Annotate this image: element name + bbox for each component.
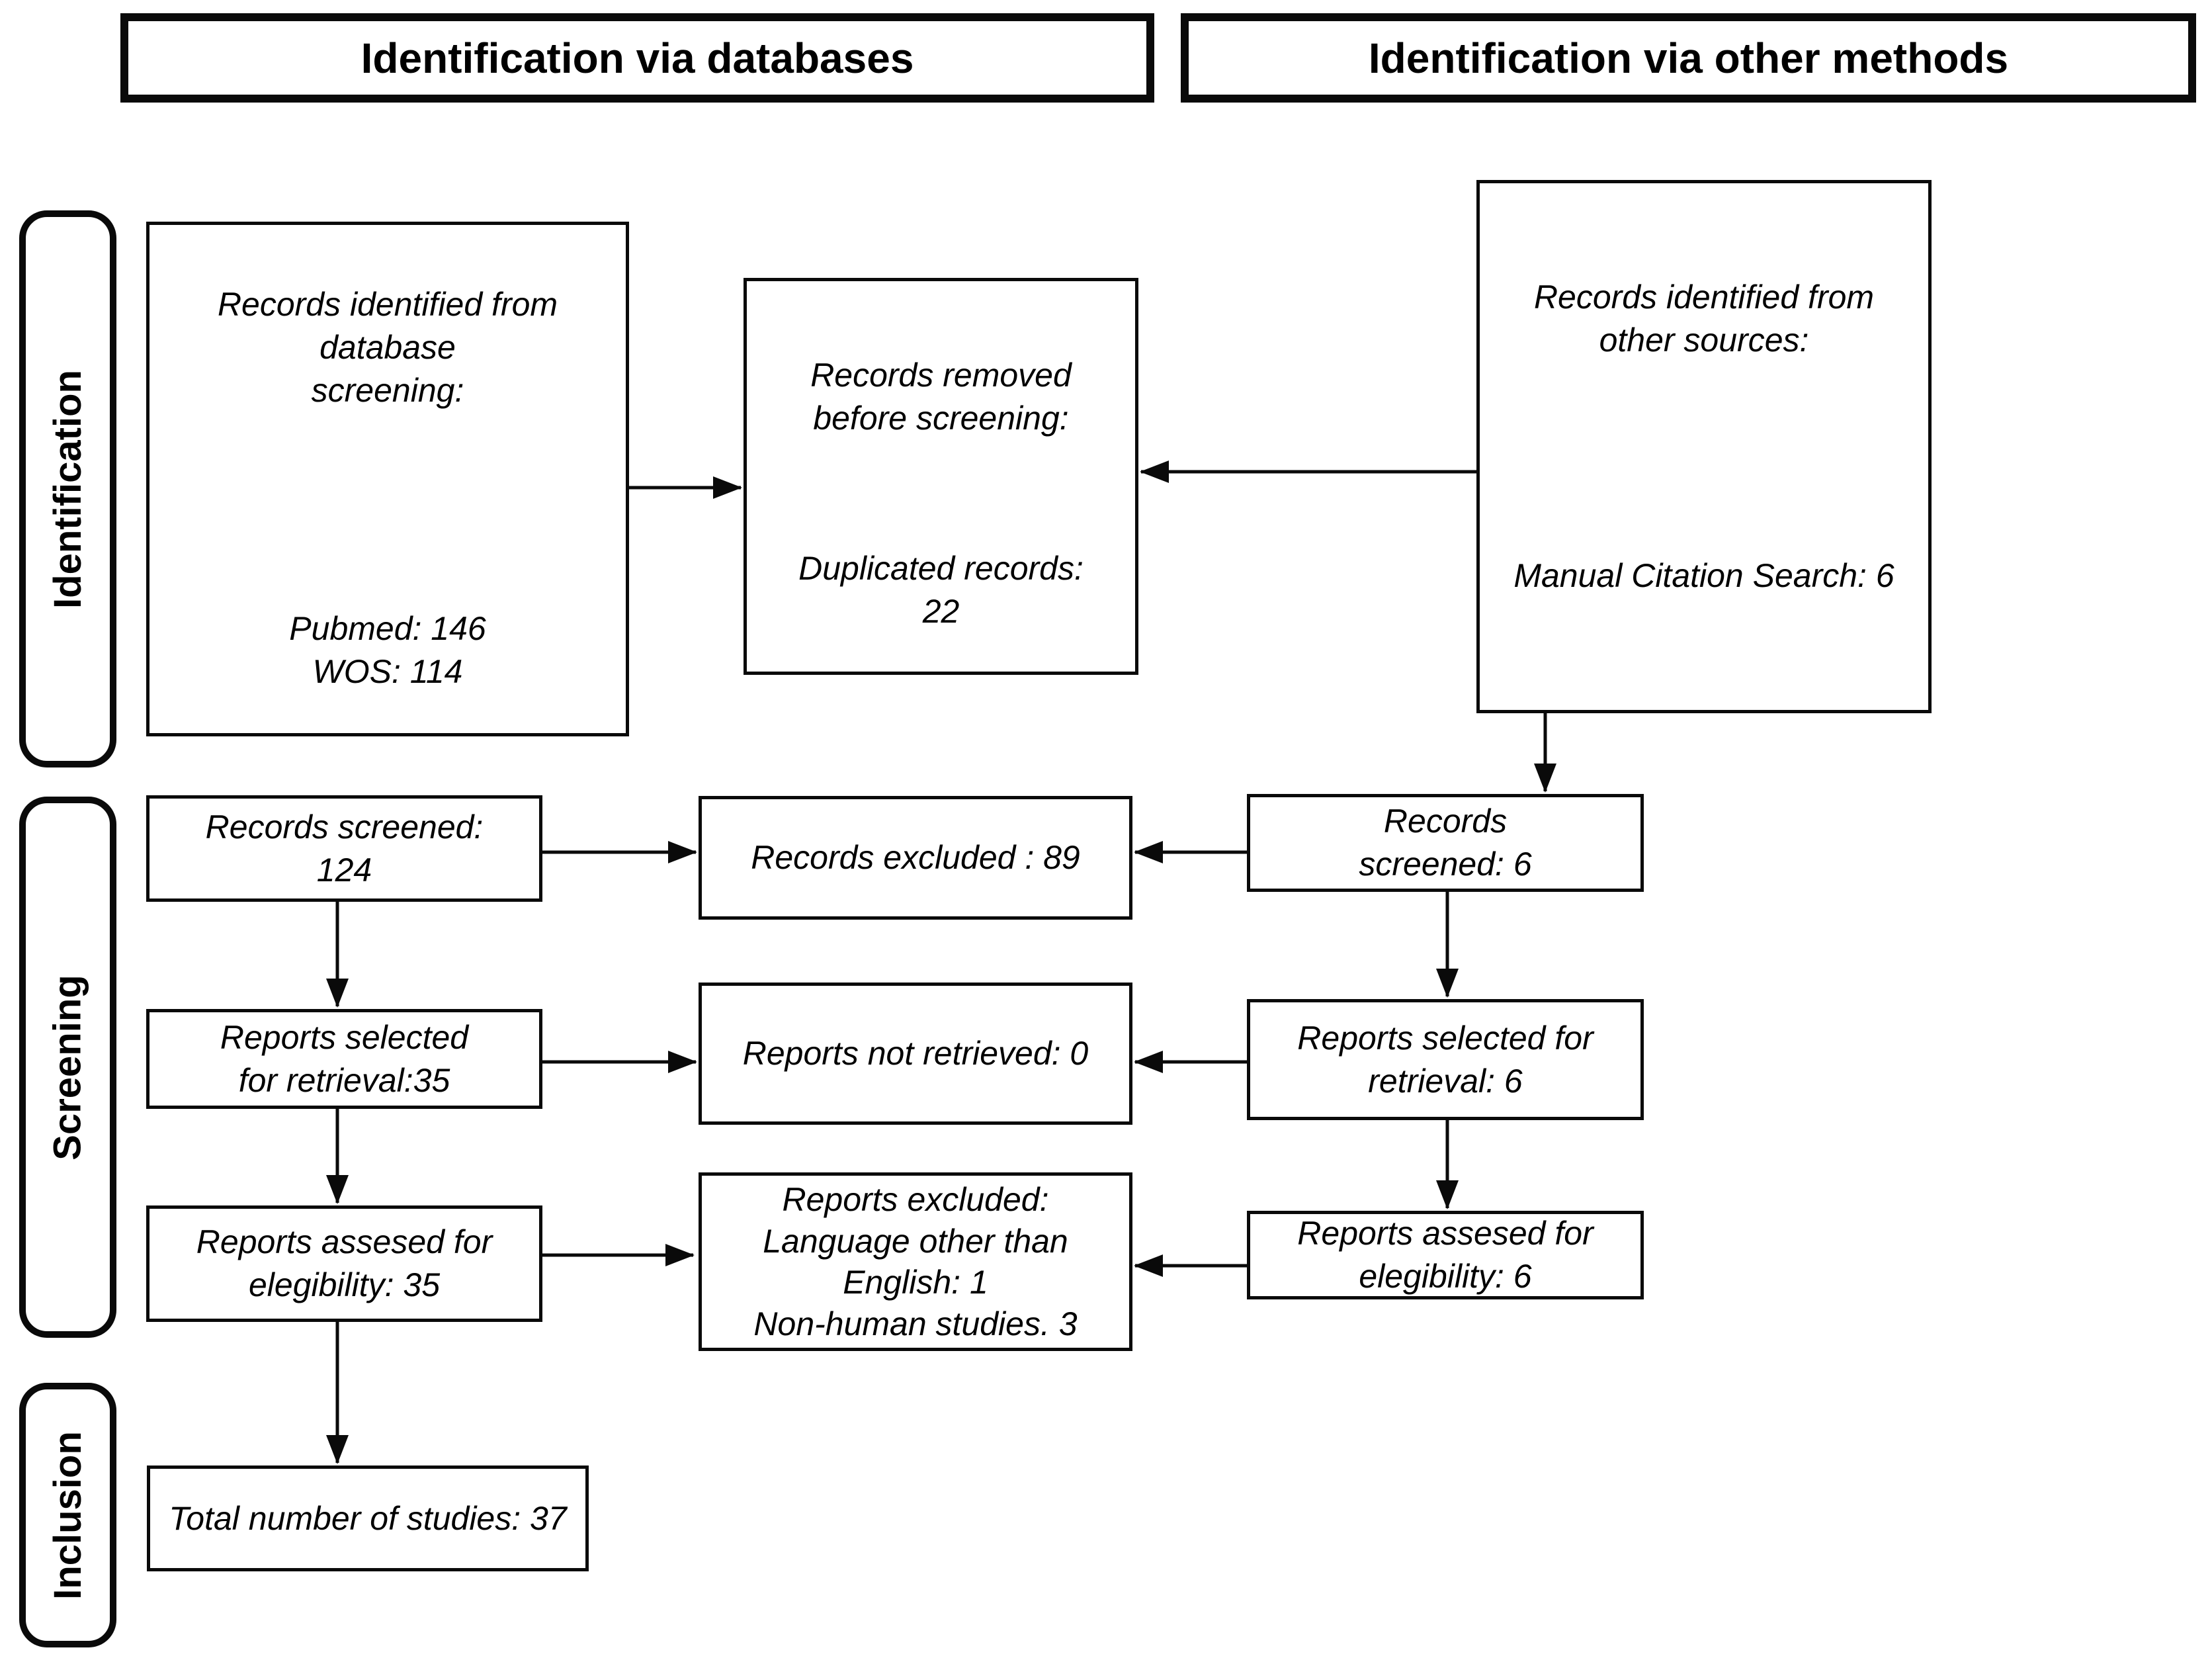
stage-identification: Identification bbox=[19, 210, 116, 767]
box-records-identified-other-sources: Records identified from other sources: M… bbox=[1476, 180, 1932, 713]
box-reports-selected-databases: Reports selected for retrieval:35 bbox=[146, 1009, 542, 1109]
box-reports-assessed-databases: Reports assesed for elegibility: 35 bbox=[146, 1205, 542, 1322]
box-records-identified-databases-heading: Records identified from database screeni… bbox=[217, 286, 558, 409]
box-total-studies: Total number of studies: 37 bbox=[147, 1465, 589, 1571]
stage-inclusion-label: Inclusion bbox=[46, 1430, 90, 1600]
box-records-screened-databases: Records screened: 124 bbox=[146, 795, 542, 902]
stage-screening: Screening bbox=[19, 797, 116, 1338]
box-reports-not-retrieved: Reports not retrieved: 0 bbox=[699, 983, 1132, 1125]
box-records-excluded: Records excluded : 89 bbox=[699, 796, 1132, 920]
box-records-removed-before-screening: Records removed before screening: Duplic… bbox=[744, 278, 1138, 675]
stage-screening-label: Screening bbox=[46, 974, 89, 1160]
box-records-screened-other: Records screened: 6 bbox=[1247, 794, 1644, 892]
box-records-identified-other-counts: Manual Citation Search: 6 bbox=[1513, 557, 1894, 594]
box-reports-selected-other: Reports selected for retrieval: 6 bbox=[1247, 999, 1644, 1120]
box-records-removed-counts: Duplicated records: 22 bbox=[798, 550, 1084, 630]
box-reports-assessed-other: Reports assesed for elegibility: 6 bbox=[1247, 1211, 1644, 1299]
box-reports-excluded: Reports excluded: Language other than En… bbox=[699, 1172, 1132, 1351]
box-records-removed-heading: Records removed before screening: bbox=[810, 357, 1072, 437]
box-records-identified-databases: Records identified from database screeni… bbox=[146, 222, 629, 736]
box-records-identified-other-heading: Records identified from other sources: bbox=[1533, 279, 1875, 359]
stage-identification-label: Identification bbox=[46, 369, 90, 609]
header-identification-via-databases: Identification via databases bbox=[120, 13, 1154, 103]
box-records-identified-databases-counts: Pubmed: 146 WOS: 114 bbox=[289, 610, 486, 690]
header-identification-via-other-methods: Identification via other methods bbox=[1181, 13, 2196, 103]
stage-inclusion: Inclusion bbox=[19, 1383, 116, 1647]
